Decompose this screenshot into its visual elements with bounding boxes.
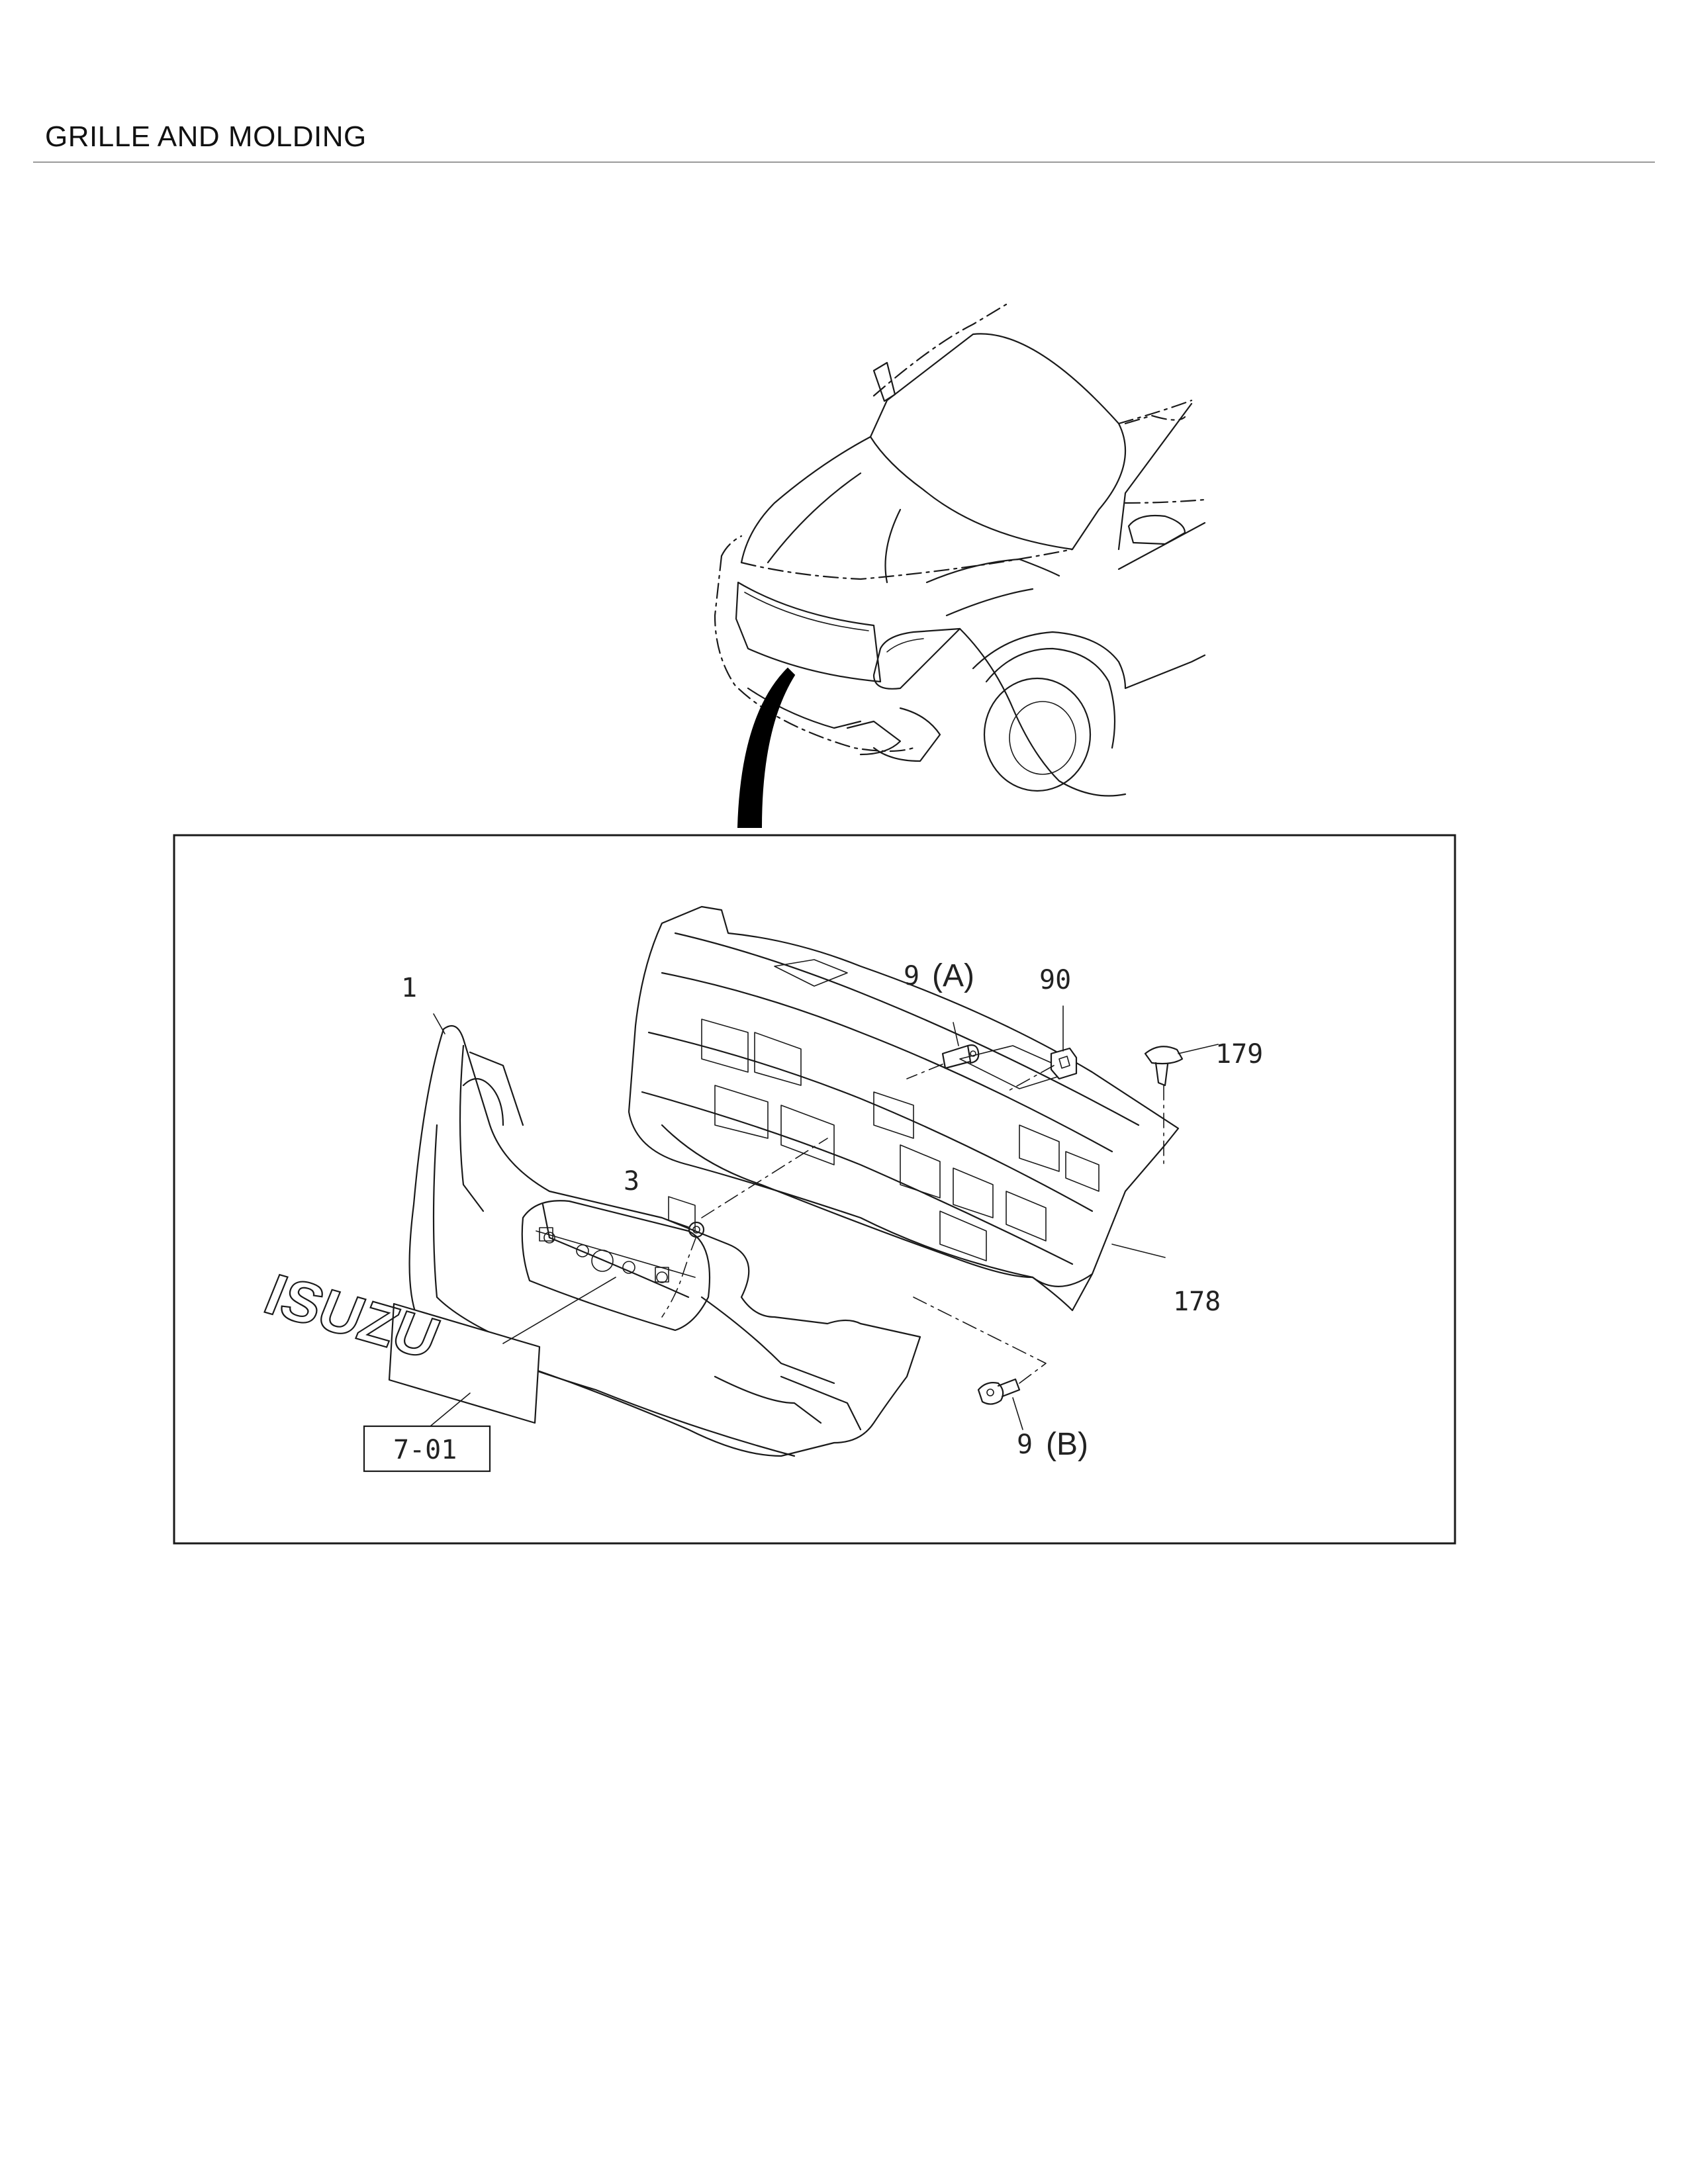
- part-label-90: 90: [1039, 965, 1071, 995]
- part-label-178: 178: [1173, 1287, 1221, 1317]
- ref-box: [363, 1425, 491, 1473]
- part-label-9b-number: 9: [1017, 1430, 1033, 1460]
- nut-icon: [1050, 1047, 1078, 1080]
- screw-a-icon: [941, 1044, 980, 1069]
- part-label-9a-letter: (A): [932, 958, 974, 993]
- part-label-179: 179: [1215, 1039, 1263, 1069]
- push-clip-icon: [1144, 1046, 1184, 1087]
- title-divider: [33, 161, 1655, 163]
- screw-b-icon: [977, 1378, 1021, 1405]
- detail-frame: [173, 834, 1456, 1545]
- part-label-3: 3: [624, 1166, 639, 1197]
- part-label-9a-number: 9: [904, 961, 919, 991]
- part-label-9b-letter: (B): [1046, 1427, 1088, 1462]
- pickup-truck-front-icon: [714, 303, 1206, 828]
- leader-lines: [430, 1005, 1219, 1430]
- ref-box-label: 7-01: [393, 1435, 457, 1465]
- page-title: GRILLE AND MOLDING: [45, 120, 367, 153]
- part-label-1: 1: [401, 973, 417, 1003]
